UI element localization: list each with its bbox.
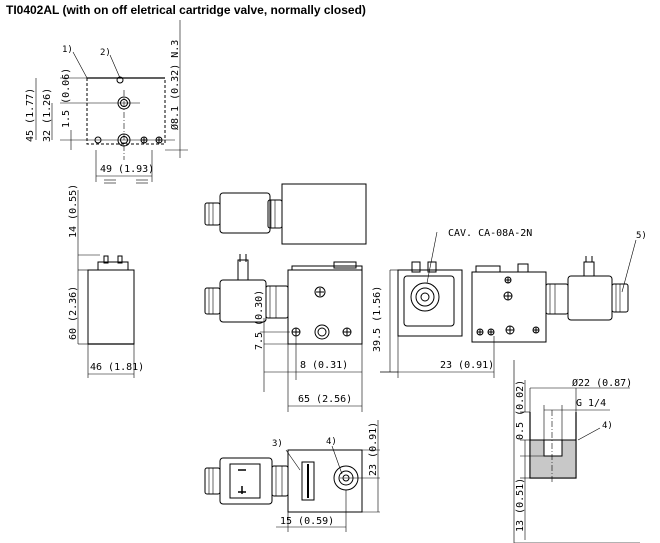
callout-4-detail: 4) (602, 421, 613, 431)
dim-60: 60 (2.36) (68, 286, 79, 340)
coil-connector (97, 261, 129, 271)
coil-body (87, 269, 135, 345)
callout-2: 2) (100, 48, 111, 58)
coil-right (567, 275, 613, 321)
valve-body-top (281, 183, 367, 245)
dim-49: 49 (1.93) (100, 164, 154, 175)
front-view (204, 254, 363, 412)
coil-top (219, 192, 271, 234)
right-view (471, 239, 637, 343)
callout-5: 5) (636, 231, 647, 241)
port-detail (513, 360, 640, 543)
dim-1-5: 1.5 (0.06) (61, 68, 72, 128)
dim-45: 45 (1.77) (25, 88, 36, 142)
top-view (35, 20, 188, 184)
dim-15: 15 (0.59) (280, 516, 334, 527)
dim-32: 32 (1.26) (42, 88, 53, 142)
coil-face-view (380, 231, 495, 378)
thread-spec: G 1/4 (576, 398, 606, 409)
dim-39-5: 39.5 (1.56) (372, 286, 383, 352)
upper-valve-view (204, 183, 367, 245)
callout-1: 1) (62, 45, 73, 55)
mounting-hole (116, 76, 124, 84)
dim-0-5: 0.5 (0.02) (515, 380, 526, 440)
plate-outline (86, 77, 166, 145)
nameplate (301, 461, 315, 501)
dim-8-1: Ø8.1 (0.32) N.3 (169, 40, 181, 130)
coil-face-body (397, 269, 463, 337)
callout-3: 3) (272, 439, 283, 449)
dim-14: 14 (0.55) (68, 184, 79, 238)
dim-65: 65 (2.56) (298, 394, 352, 405)
dim-23-bottom: 23 (0.91) (368, 422, 379, 476)
side-view (77, 190, 135, 378)
callout-4: 4) (326, 437, 337, 447)
dim-8: 8 (0.31) (300, 360, 348, 371)
dim-23: 23 (0.91) (440, 360, 494, 371)
cav-label: CAV. CA-08A-2N (448, 228, 532, 239)
bottom-view (204, 420, 380, 532)
dim-22: Ø22 (0.87) (572, 377, 632, 389)
dim-7-5: 7.5 (0.30) (254, 290, 265, 350)
drawing-title: TI0402AL (with on off eletrical cartridg… (6, 3, 366, 17)
dim-46: 46 (1.81) (90, 362, 144, 373)
valve-body-bottom (287, 449, 363, 513)
dim-13: 13 (0.51) (515, 478, 526, 532)
